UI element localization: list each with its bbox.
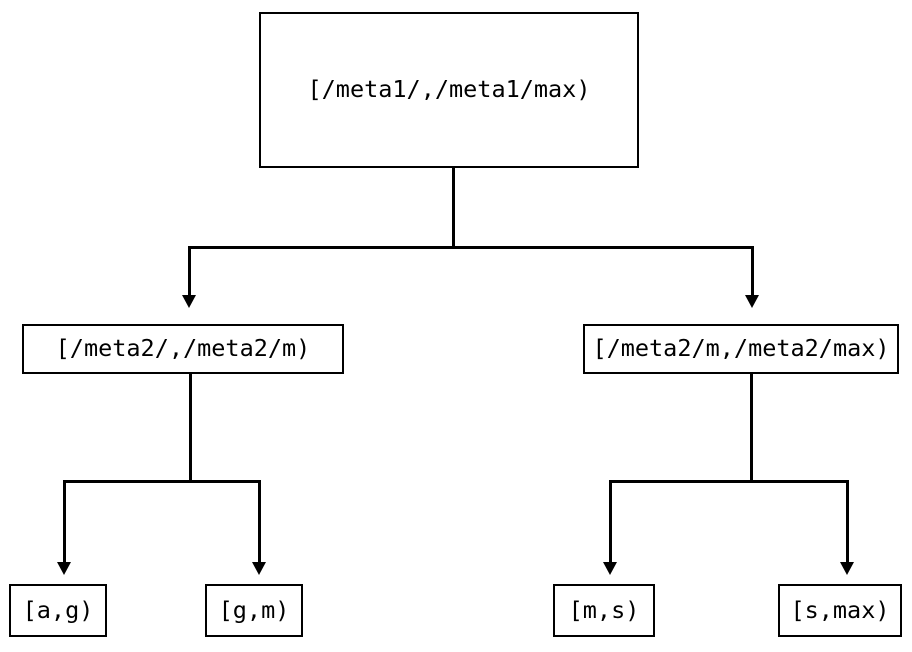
tree-node-leaf-3-label: [m,s) [568, 595, 640, 624]
edge-mid-right-stem [750, 374, 753, 481]
edge-mid-left-stem [189, 374, 192, 481]
tree-node-mid-right[interactable]: [/meta2/m,/meta2/max) [583, 324, 899, 374]
edge-root-to-mid-left-drop [188, 246, 191, 295]
tree-node-leaf-1-label: [a,g) [22, 595, 94, 624]
tree-node-root-label: [/meta1/,/meta1/max) [307, 75, 591, 104]
tree-node-mid-right-label: [/meta2/m,/meta2/max) [592, 334, 890, 363]
edge-mid-right-crossbar [609, 480, 849, 483]
tree-node-leaf-1[interactable]: [a,g) [9, 584, 107, 637]
tree-node-root[interactable]: [/meta1/,/meta1/max) [259, 12, 639, 168]
arrow-mid-left-to-leaf1-icon [57, 562, 71, 575]
edge-root-crossbar [188, 246, 754, 249]
tree-node-leaf-2-label: [g,m) [218, 595, 290, 624]
tree-node-mid-left-label: [/meta2/,/meta2/m) [55, 334, 311, 363]
arrow-root-to-mid-left-icon [182, 295, 196, 308]
edge-mid-left-to-leaf2-drop [258, 480, 261, 564]
tree-node-leaf-2[interactable]: [g,m) [205, 584, 303, 637]
arrow-mid-right-to-leaf4-icon [840, 562, 854, 575]
edge-mid-right-to-leaf3-drop [609, 480, 612, 564]
edge-mid-right-to-leaf4-drop [846, 480, 849, 564]
edge-mid-left-crossbar [63, 480, 261, 483]
edge-mid-left-to-leaf1-drop [63, 480, 66, 564]
edge-root-stem [452, 168, 455, 248]
arrow-mid-left-to-leaf2-icon [252, 562, 266, 575]
arrow-root-to-mid-right-icon [745, 295, 759, 308]
edge-root-to-mid-right-drop [751, 246, 754, 295]
tree-node-leaf-4-label: [s,max) [790, 595, 890, 624]
tree-node-mid-left[interactable]: [/meta2/,/meta2/m) [22, 324, 344, 374]
tree-node-leaf-3[interactable]: [m,s) [553, 584, 655, 637]
tree-node-leaf-4[interactable]: [s,max) [778, 584, 902, 637]
arrow-mid-right-to-leaf3-icon [603, 562, 617, 575]
